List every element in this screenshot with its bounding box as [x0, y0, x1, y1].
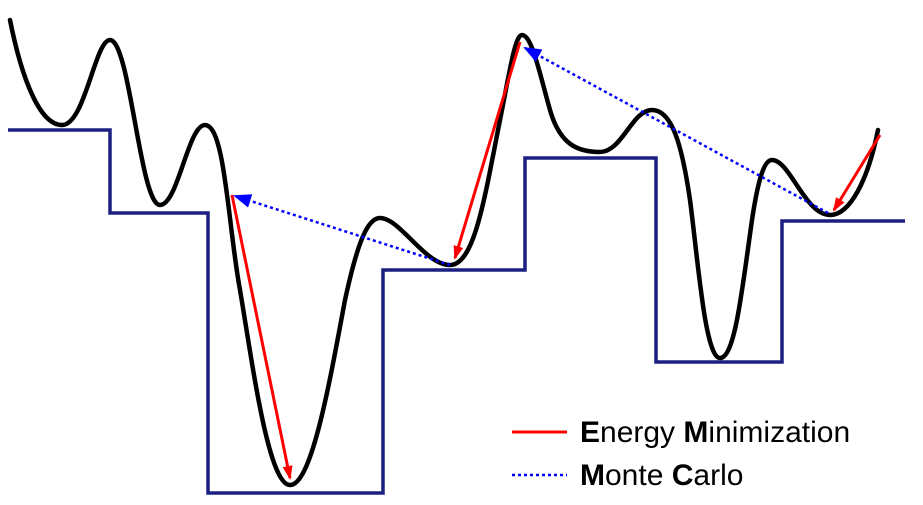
basin-step-function — [8, 128, 905, 495]
monte-carlo-arrow-1 — [233, 194, 451, 267]
legend-monte-carlo-label: Monte Carlo — [580, 459, 743, 492]
potential-energy-curve — [7, 17, 881, 488]
energy-minimization-arrow-1 — [230, 194, 293, 480]
energy-minimization-arrow-2 — [453, 41, 522, 260]
energy-minimization-arrow-3 — [832, 134, 882, 212]
monte-carlo-arrow-2 — [523, 46, 829, 215]
legend-energy-minimization-label: Energy Minimization — [580, 416, 850, 449]
legend: Energy Minimization Monte Carlo — [512, 416, 850, 492]
